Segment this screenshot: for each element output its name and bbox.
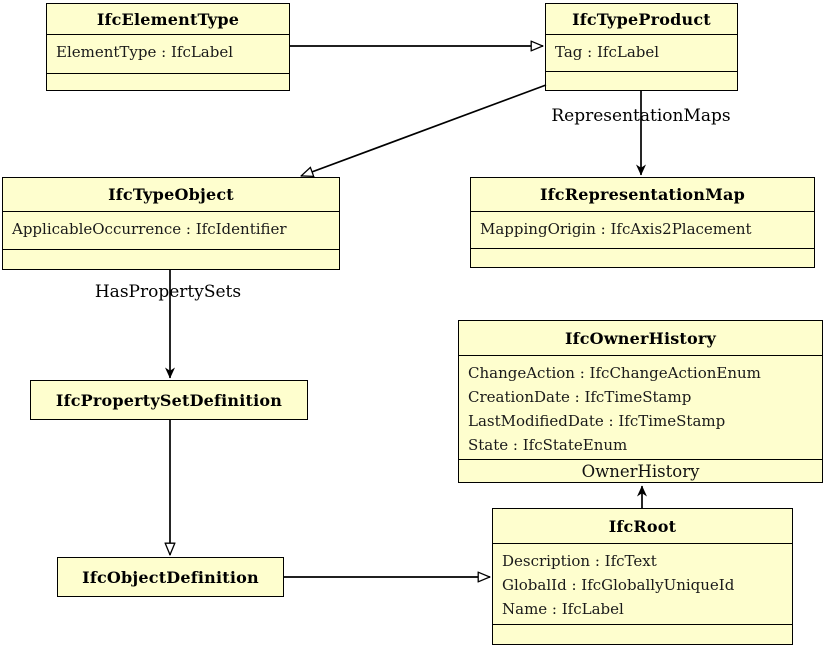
edge-label-representationmaps: RepresentationMaps bbox=[551, 106, 731, 126]
class-title-ifcroot: IfcRoot bbox=[493, 509, 792, 544]
attribute-line: GlobalId : IfcGloballyUniqueId bbox=[502, 576, 735, 594]
class-attrs-ifctypeproduct: Tag : IfcLabel bbox=[546, 35, 737, 71]
class-title-ifcownerhistory: IfcOwnerHistory bbox=[459, 321, 822, 356]
attribute-line: Description : IfcText bbox=[502, 552, 657, 570]
class-box-ifcpropertysetdefinition[interactable]: IfcPropertySetDefinition bbox=[30, 380, 308, 420]
attribute-line: CreationDate : IfcTimeStamp bbox=[468, 388, 692, 406]
class-attrs-ifcelementtype: ElementType : IfcLabel bbox=[47, 35, 289, 73]
attribute-line: MappingOrigin : IfcAxis2Placement bbox=[480, 220, 752, 238]
class-box-ifcrepresentationmap[interactable]: IfcRepresentationMap MappingOrigin : Ifc… bbox=[470, 177, 815, 268]
attribute-line: Tag : IfcLabel bbox=[555, 43, 660, 61]
class-title-ifcpropertysetdefinition: IfcPropertySetDefinition bbox=[55, 390, 283, 410]
edge-generalization-typeproduct-typeobject bbox=[301, 84, 547, 176]
class-box-ifcelementtype[interactable]: IfcElementType ElementType : IfcLabel bbox=[46, 3, 290, 91]
class-title-ifctypeproduct: IfcTypeProduct bbox=[546, 4, 737, 35]
class-title-ifctypeobject: IfcTypeObject bbox=[3, 178, 339, 212]
class-box-ifctypeproduct[interactable]: IfcTypeProduct Tag : IfcLabel bbox=[545, 3, 738, 91]
attribute-line: LastModifiedDate : IfcTimeStamp bbox=[468, 412, 726, 430]
class-title-ifcobjectdefinition: IfcObjectDefinition bbox=[82, 567, 259, 587]
class-title-ifcelementtype: IfcElementType bbox=[47, 4, 289, 35]
class-box-ifcobjectdefinition[interactable]: IfcObjectDefinition bbox=[57, 557, 284, 597]
class-footer-ifcrepresentationmap bbox=[471, 248, 814, 267]
class-footer-ifctypeobject bbox=[3, 249, 339, 269]
attribute-line: State : IfcStateEnum bbox=[468, 436, 628, 454]
attribute-line: ApplicableOccurrence : IfcIdentifier bbox=[12, 220, 287, 238]
class-footer-ifctypeproduct bbox=[546, 71, 737, 90]
class-attrs-ifcroot: Description : IfcText GlobalId : IfcGlob… bbox=[493, 544, 792, 624]
class-footer-ifcelementtype bbox=[47, 73, 289, 90]
class-box-ifcroot[interactable]: IfcRoot Description : IfcText GlobalId :… bbox=[492, 508, 793, 645]
class-attrs-ifcownerhistory: ChangeAction : IfcChangeActionEnum Creat… bbox=[459, 356, 822, 459]
edge-label-haspropertysets: HasPropertySets bbox=[94, 282, 242, 302]
class-box-ifctypeobject[interactable]: IfcTypeObject ApplicableOccurrence : Ifc… bbox=[2, 177, 340, 270]
class-attrs-ifctypeobject: ApplicableOccurrence : IfcIdentifier bbox=[3, 212, 339, 249]
class-attrs-ifcrepresentationmap: MappingOrigin : IfcAxis2Placement bbox=[471, 212, 814, 248]
attribute-line: ElementType : IfcLabel bbox=[56, 43, 234, 61]
attribute-line: ChangeAction : IfcChangeActionEnum bbox=[468, 364, 761, 382]
attribute-line: Name : IfcLabel bbox=[502, 600, 624, 618]
class-box-ifcownerhistory[interactable]: IfcOwnerHistory ChangeAction : IfcChange… bbox=[458, 320, 823, 483]
class-footer-ifcroot bbox=[493, 624, 792, 644]
edge-label-ownerhistory: OwnerHistory bbox=[459, 459, 822, 482]
class-title-ifcrepresentationmap: IfcRepresentationMap bbox=[471, 178, 814, 212]
